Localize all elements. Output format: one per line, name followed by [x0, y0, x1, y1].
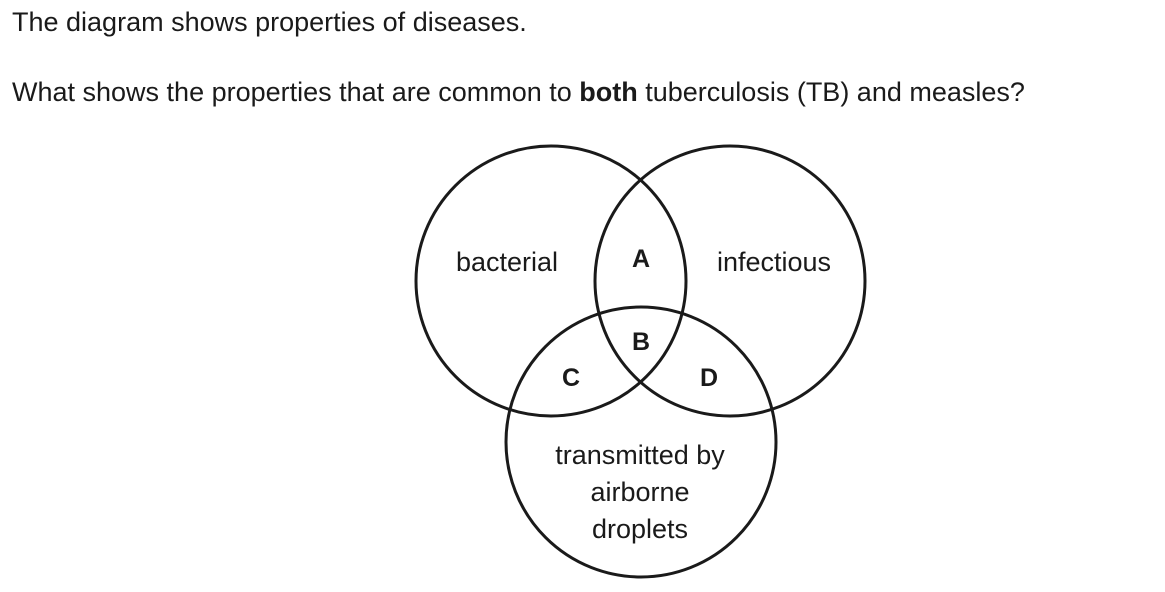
region-b: B: [632, 328, 650, 356]
bacterial-circle: [414, 144, 688, 418]
label-airborne-line-2: airborne: [590, 477, 689, 507]
label-airborne-line-1: transmitted by: [555, 440, 725, 470]
airborne-circle: [504, 305, 778, 579]
label-bacterial: bacterial: [456, 247, 558, 277]
region-c: C: [562, 364, 580, 392]
intro-text: The diagram shows properties of diseases…: [12, 7, 527, 37]
question-text: What shows the properties that are commo…: [12, 76, 1025, 108]
region-a: A: [632, 245, 650, 273]
question-prefix: What shows the properties that are commo…: [12, 77, 580, 107]
question-emphasis: both: [579, 77, 638, 107]
region-d: D: [700, 364, 718, 392]
infectious-circle: [593, 144, 867, 418]
question-suffix: tuberculosis (TB) and measles?: [637, 77, 1025, 107]
label-infectious: infectious: [717, 247, 831, 277]
label-airborne-line-3: droplets: [592, 514, 688, 544]
